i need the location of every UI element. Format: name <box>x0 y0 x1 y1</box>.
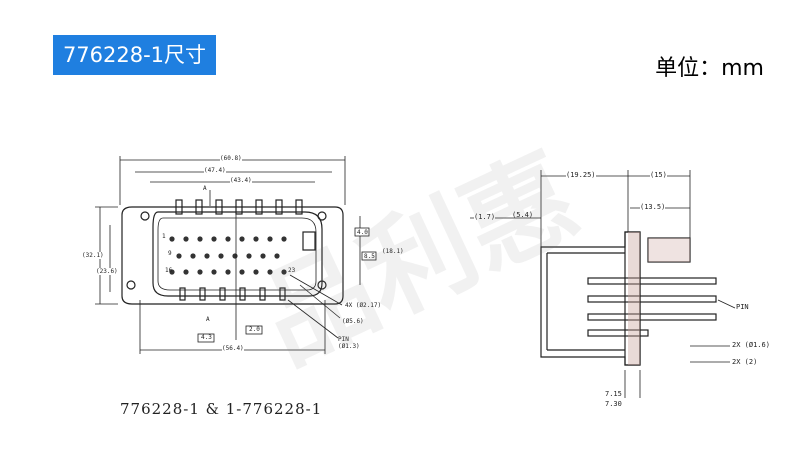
dim-right-8: 8.5 <box>364 253 375 260</box>
drawing-caption: 776228-1 & 1-776228-1 <box>120 400 323 418</box>
pin-dia: 2X (Ø1.6) <box>732 341 770 349</box>
pin-2x: 2X (2) <box>732 358 758 366</box>
dim-width-47: (47.4) <box>204 167 226 174</box>
dim-7-30: 7.30 <box>605 400 622 408</box>
dim-overall-width: (60.8) <box>220 155 242 162</box>
dim-19-25: (19.25) <box>566 171 596 179</box>
dim-width-43: (43.4) <box>230 177 252 184</box>
dim-bottom-width: (56.4) <box>222 345 244 352</box>
dim-15: (15) <box>650 171 667 179</box>
hole-callout: 4X (Ø2.17) <box>345 302 382 309</box>
dim-right-4: 4.0 <box>357 229 368 236</box>
dim-height-right: (18.1) <box>382 248 404 255</box>
dim-height-left-inner: (23.6) <box>96 268 118 275</box>
pin-16-label: 16 <box>165 267 173 274</box>
part-title-badge: 776228-1尺寸 <box>53 35 216 75</box>
dia-callout: (Ø5.6) <box>342 318 364 325</box>
pin-label: PIN <box>736 303 749 311</box>
pin-1-label: 1 <box>162 233 166 240</box>
pin-23-label: 23 <box>288 267 296 274</box>
datum-a-bottom: A <box>206 316 210 323</box>
pin-callout-2: (Ø1.3) <box>338 343 360 350</box>
dim-5-4: (5.4) <box>512 211 534 219</box>
dim-7-15: 7.15 <box>605 390 622 398</box>
dim-bottom-20: 2.0 <box>249 326 260 333</box>
pin-callout-1: PIN <box>338 336 349 343</box>
dim-height-left-outer: (32.1) <box>82 252 104 259</box>
dim-1-7: (1.7) <box>474 213 496 221</box>
dim-13-5: (13.5) <box>640 203 666 211</box>
datum-a-top: A <box>203 185 207 192</box>
dim-bottom-43: 4.3 <box>201 334 212 341</box>
unit-label: 单位：mm <box>655 56 764 81</box>
pin-9-label: 9 <box>168 250 172 257</box>
